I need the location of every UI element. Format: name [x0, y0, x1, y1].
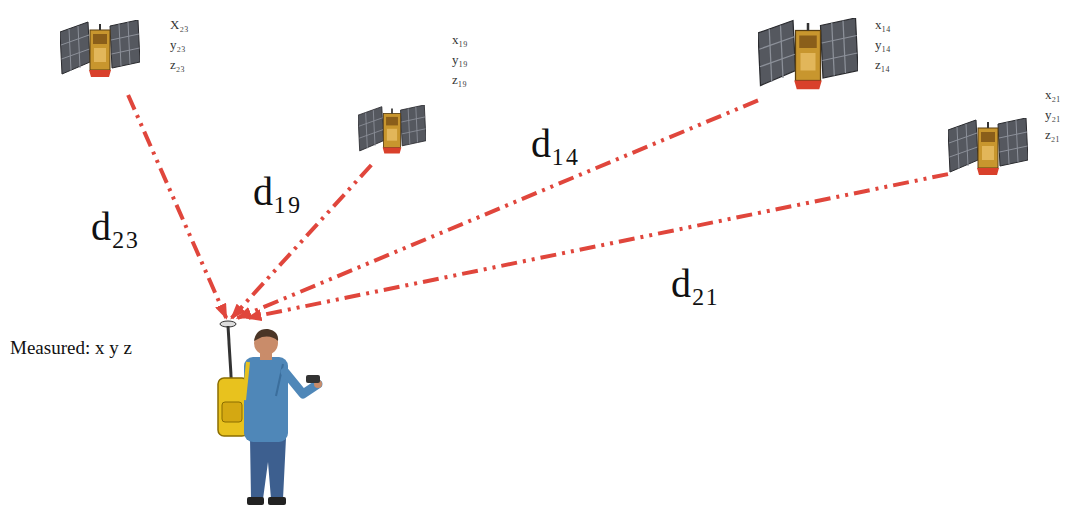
coordinate-label: x₁₉	[452, 30, 474, 50]
coordinate-label: x₁₄	[875, 15, 897, 35]
coordinate-label: x₂₁	[1045, 85, 1067, 105]
distance-label: d₁₄	[528, 122, 582, 166]
coordinate-label: z₂₁	[1045, 125, 1067, 145]
range-line	[247, 174, 948, 318]
satellite-picture	[758, 18, 858, 89]
receiver-node: Measured: x y z	[0, 318, 320, 506]
coordinate-label: y₂₁	[1045, 105, 1067, 125]
satellite-node: x₁₄y₁₄z₁₄	[758, 15, 897, 103]
distance-label: d₁₉	[250, 170, 304, 214]
distance-label: d₂₃	[88, 205, 142, 249]
satellite-picture	[948, 118, 1028, 175]
satellite-picture	[60, 20, 140, 77]
coordinate-label: z₁₉	[452, 70, 474, 90]
range-line	[238, 100, 758, 318]
coordinate-label: y₂₃	[170, 35, 195, 55]
coordinate-label: z₁₄	[875, 55, 897, 75]
satellite-node: x₂₁y₂₁z₂₁	[948, 85, 1067, 185]
satellite-node: X₂₃y₂₃z₂₃	[60, 15, 195, 95]
surveyor-figure	[218, 321, 322, 505]
coordinate-label: y₁₄	[875, 35, 897, 55]
range-line	[128, 95, 226, 318]
coordinate-label: y₁₉	[452, 50, 474, 70]
coordinate-label: z₂₃	[170, 55, 195, 75]
coordinate-label: Measured: x y z	[10, 336, 320, 360]
satellite-picture	[358, 105, 426, 153]
satellite-node: x₁₉y₁₉z₁₉	[358, 30, 474, 165]
distance-label: d₂₁	[668, 262, 722, 306]
coordinate-label: X₂₃	[170, 15, 195, 35]
